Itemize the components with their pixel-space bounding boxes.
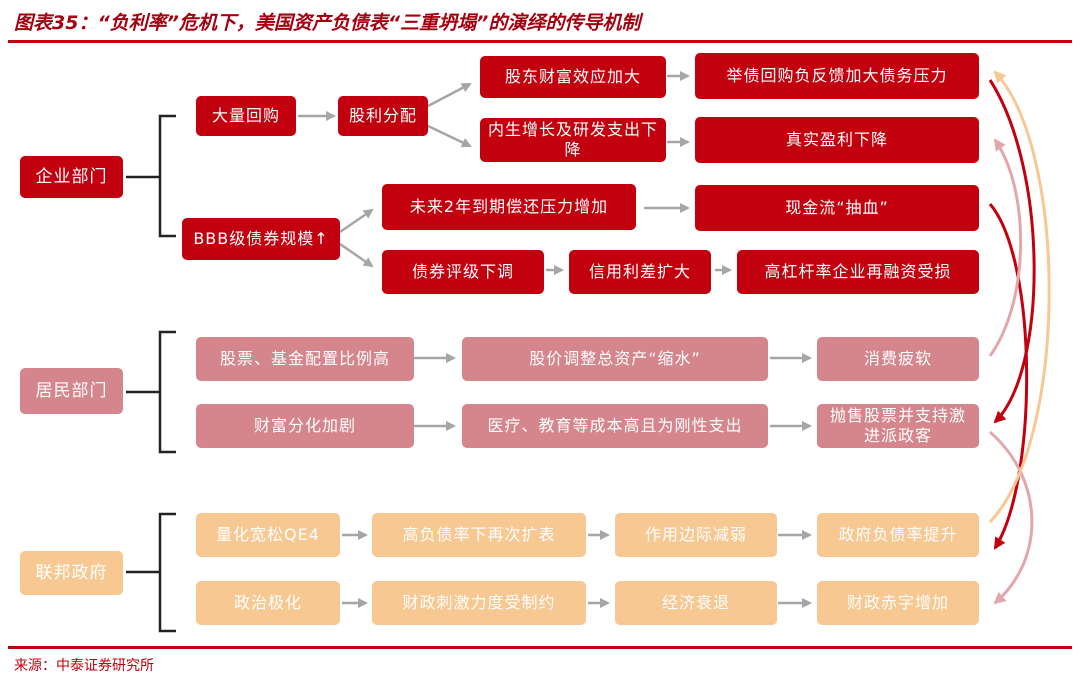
feedback-curves (988, 70, 1051, 605)
top-divider (8, 40, 1072, 43)
node-dividend: 股利分配 (338, 96, 428, 136)
sector-government: 联邦政府 (20, 551, 123, 595)
node-radical-politics: 抛售股票并支持激进派政客 (817, 404, 979, 448)
figure-title: 图表35：“负利率”危机下，美国资产负债表“三重坍塌”的演绎的传导机制 (14, 12, 641, 34)
node-maturity-pressure: 未来2年到期偿还压力增加 (382, 184, 636, 230)
node-weak-consumption: 消费疲软 (817, 337, 979, 381)
node-credit-spread: 信用利差扩大 (569, 250, 711, 294)
node-qe4: 量化宽松QE4 (196, 513, 340, 557)
sector-corporate: 企业部门 (20, 156, 123, 198)
node-marginal-weakening: 作用边际减弱 (615, 513, 777, 557)
node-buyback: 大量回购 (196, 96, 296, 136)
node-recession: 经济衰退 (615, 581, 777, 625)
node-shareholder-wealth: 股东财富效应加大 (480, 56, 666, 98)
node-cashflow-drain: 现金流“抽血” (695, 185, 979, 231)
node-weak-growth: 内生增长及研发支出下降 (480, 118, 666, 162)
node-gov-debt-rise: 政府负债率提升 (817, 513, 979, 557)
node-wealth-divide: 财富分化加剧 (196, 404, 414, 448)
sector-brackets (126, 114, 176, 633)
node-deficit-rise: 财政赤字增加 (817, 581, 979, 625)
node-downgrade: 债券评级下调 (382, 250, 544, 294)
node-fiscal-constraint: 财政刺激力度受制约 (372, 581, 586, 625)
node-asset-shrink: 股价调整总资产“缩水” (462, 337, 768, 381)
node-refinancing-hit: 高杠杆率企业再融资受损 (737, 250, 979, 294)
flow-arrows (298, 71, 812, 608)
node-bbb-bonds: BBB级债券规模↑ (182, 218, 340, 260)
node-leverage-expansion: 高负债率下再次扩表 (372, 513, 586, 557)
node-profit-decline: 真实盈利下降 (695, 117, 979, 163)
source-note: 来源：中泰证券研究所 (14, 658, 154, 674)
node-debt-buyback-feedback: 举债回购负反馈加大债务压力 (695, 53, 979, 99)
node-polarization: 政治极化 (196, 581, 340, 625)
node-rigid-costs: 医疗、教育等成本高且为刚性支出 (462, 404, 768, 448)
sector-household: 居民部门 (20, 368, 123, 414)
node-equity-allocation: 股票、基金配置比例高 (196, 337, 414, 381)
bottom-divider (8, 646, 1072, 649)
